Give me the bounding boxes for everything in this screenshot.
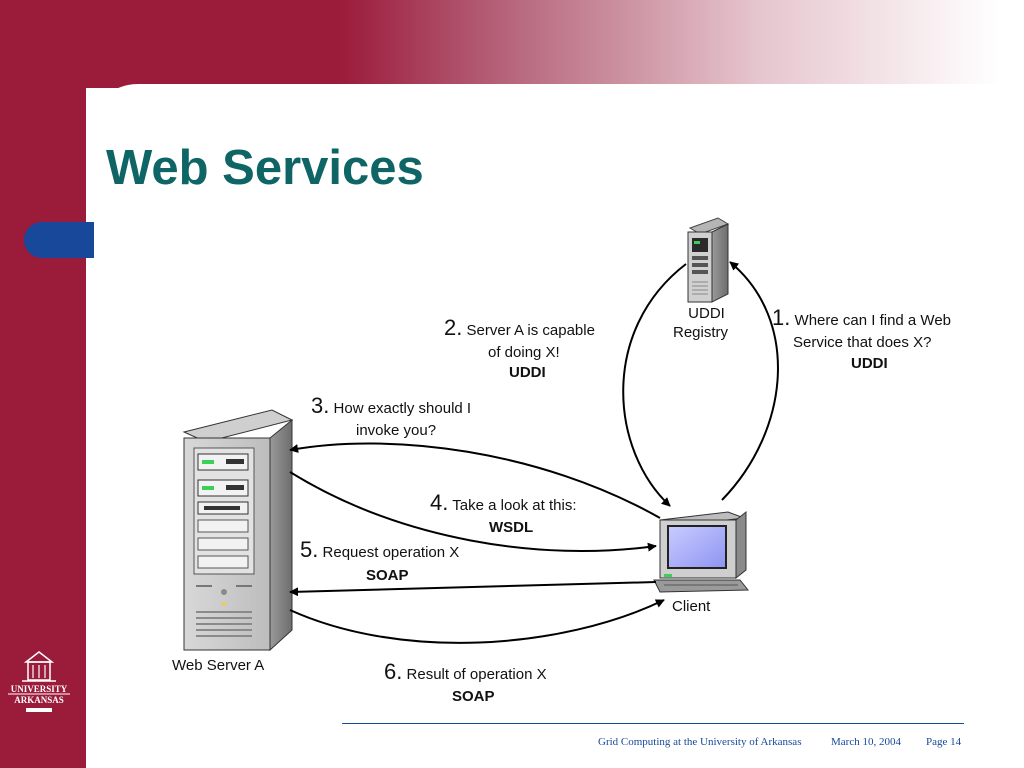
step-2-text-line2: of doing X!	[488, 344, 560, 361]
building-icon	[8, 651, 70, 712]
arrow-step-3	[289, 442, 661, 519]
step-1-number: 1.	[772, 305, 791, 330]
step-6-label: 6. Result of operation X	[384, 658, 547, 687]
logo-text-arkansas: ARKANSAS	[14, 695, 64, 705]
accent-tab	[24, 222, 94, 258]
step-5-tech: SOAP	[366, 567, 409, 584]
footer-page: Page 14	[926, 736, 962, 748]
uddi-server-icon	[687, 217, 730, 303]
uddi-registry-label-line2: Registry	[673, 323, 729, 341]
header-band	[0, 0, 1024, 88]
step-6-tech: SOAP	[452, 688, 495, 705]
step-1-text-line1: Where can I find a Web	[794, 312, 951, 329]
step-4-tech: WSDL	[489, 519, 534, 536]
step-1-label: 1. Where can I find a Web	[772, 304, 951, 333]
step-2-label: 2. Server A is capable	[444, 314, 595, 343]
step-3-number: 3.	[311, 393, 330, 418]
web-server-icon	[182, 409, 294, 652]
step-2-text-line1: Server A is capable	[466, 322, 595, 339]
uddi-registry-label-line1: UDDI	[688, 305, 725, 322]
client-computer-icon	[653, 510, 750, 593]
arrow-step-4	[289, 471, 657, 552]
footer-date: March 10, 2004	[831, 736, 901, 748]
step-3-label: 3. How exactly should I	[311, 392, 471, 421]
step-3-text-line2: invoke you?	[356, 422, 437, 439]
arrow-step-5	[289, 581, 657, 597]
side-band	[0, 0, 86, 768]
step-4-number: 4.	[430, 490, 449, 515]
step-4-label: 4. Take a look at this:	[430, 489, 577, 518]
web-server-label: Web Server A	[172, 657, 265, 674]
step-5-label: 5. Request operation X	[300, 536, 459, 565]
step-5-number: 5.	[300, 537, 319, 562]
step-2-tech: UDDI	[509, 364, 546, 381]
step-1-text-line2: Service that does X?	[793, 334, 932, 351]
arrows	[289, 261, 779, 644]
footer-text: Grid Computing at the University of Arka…	[598, 736, 802, 748]
step-1-tech: UDDI	[851, 355, 888, 372]
slide-title: Web Services	[106, 141, 424, 195]
arrow-step-2	[622, 263, 687, 507]
step-2-number: 2.	[444, 315, 463, 340]
footer-divider	[342, 723, 964, 724]
logo-text-university: UNIVERSITY	[10, 684, 68, 694]
step-4-text-line1: Take a look at this:	[452, 497, 577, 514]
client-label: Client	[672, 598, 711, 615]
step-6-number: 6.	[384, 659, 403, 684]
step-3-text-line1: How exactly should I	[333, 400, 472, 417]
university-logo: UNIVERSITY ARKANSAS	[2, 648, 76, 718]
arrow-step-6	[289, 599, 665, 644]
uddi-registry-label: UDDI Registry	[673, 305, 728, 343]
arrow-step-1	[721, 261, 779, 501]
step-5-text-line1: Request operation X	[322, 544, 460, 561]
step-6-text-line1: Result of operation X	[406, 666, 547, 683]
